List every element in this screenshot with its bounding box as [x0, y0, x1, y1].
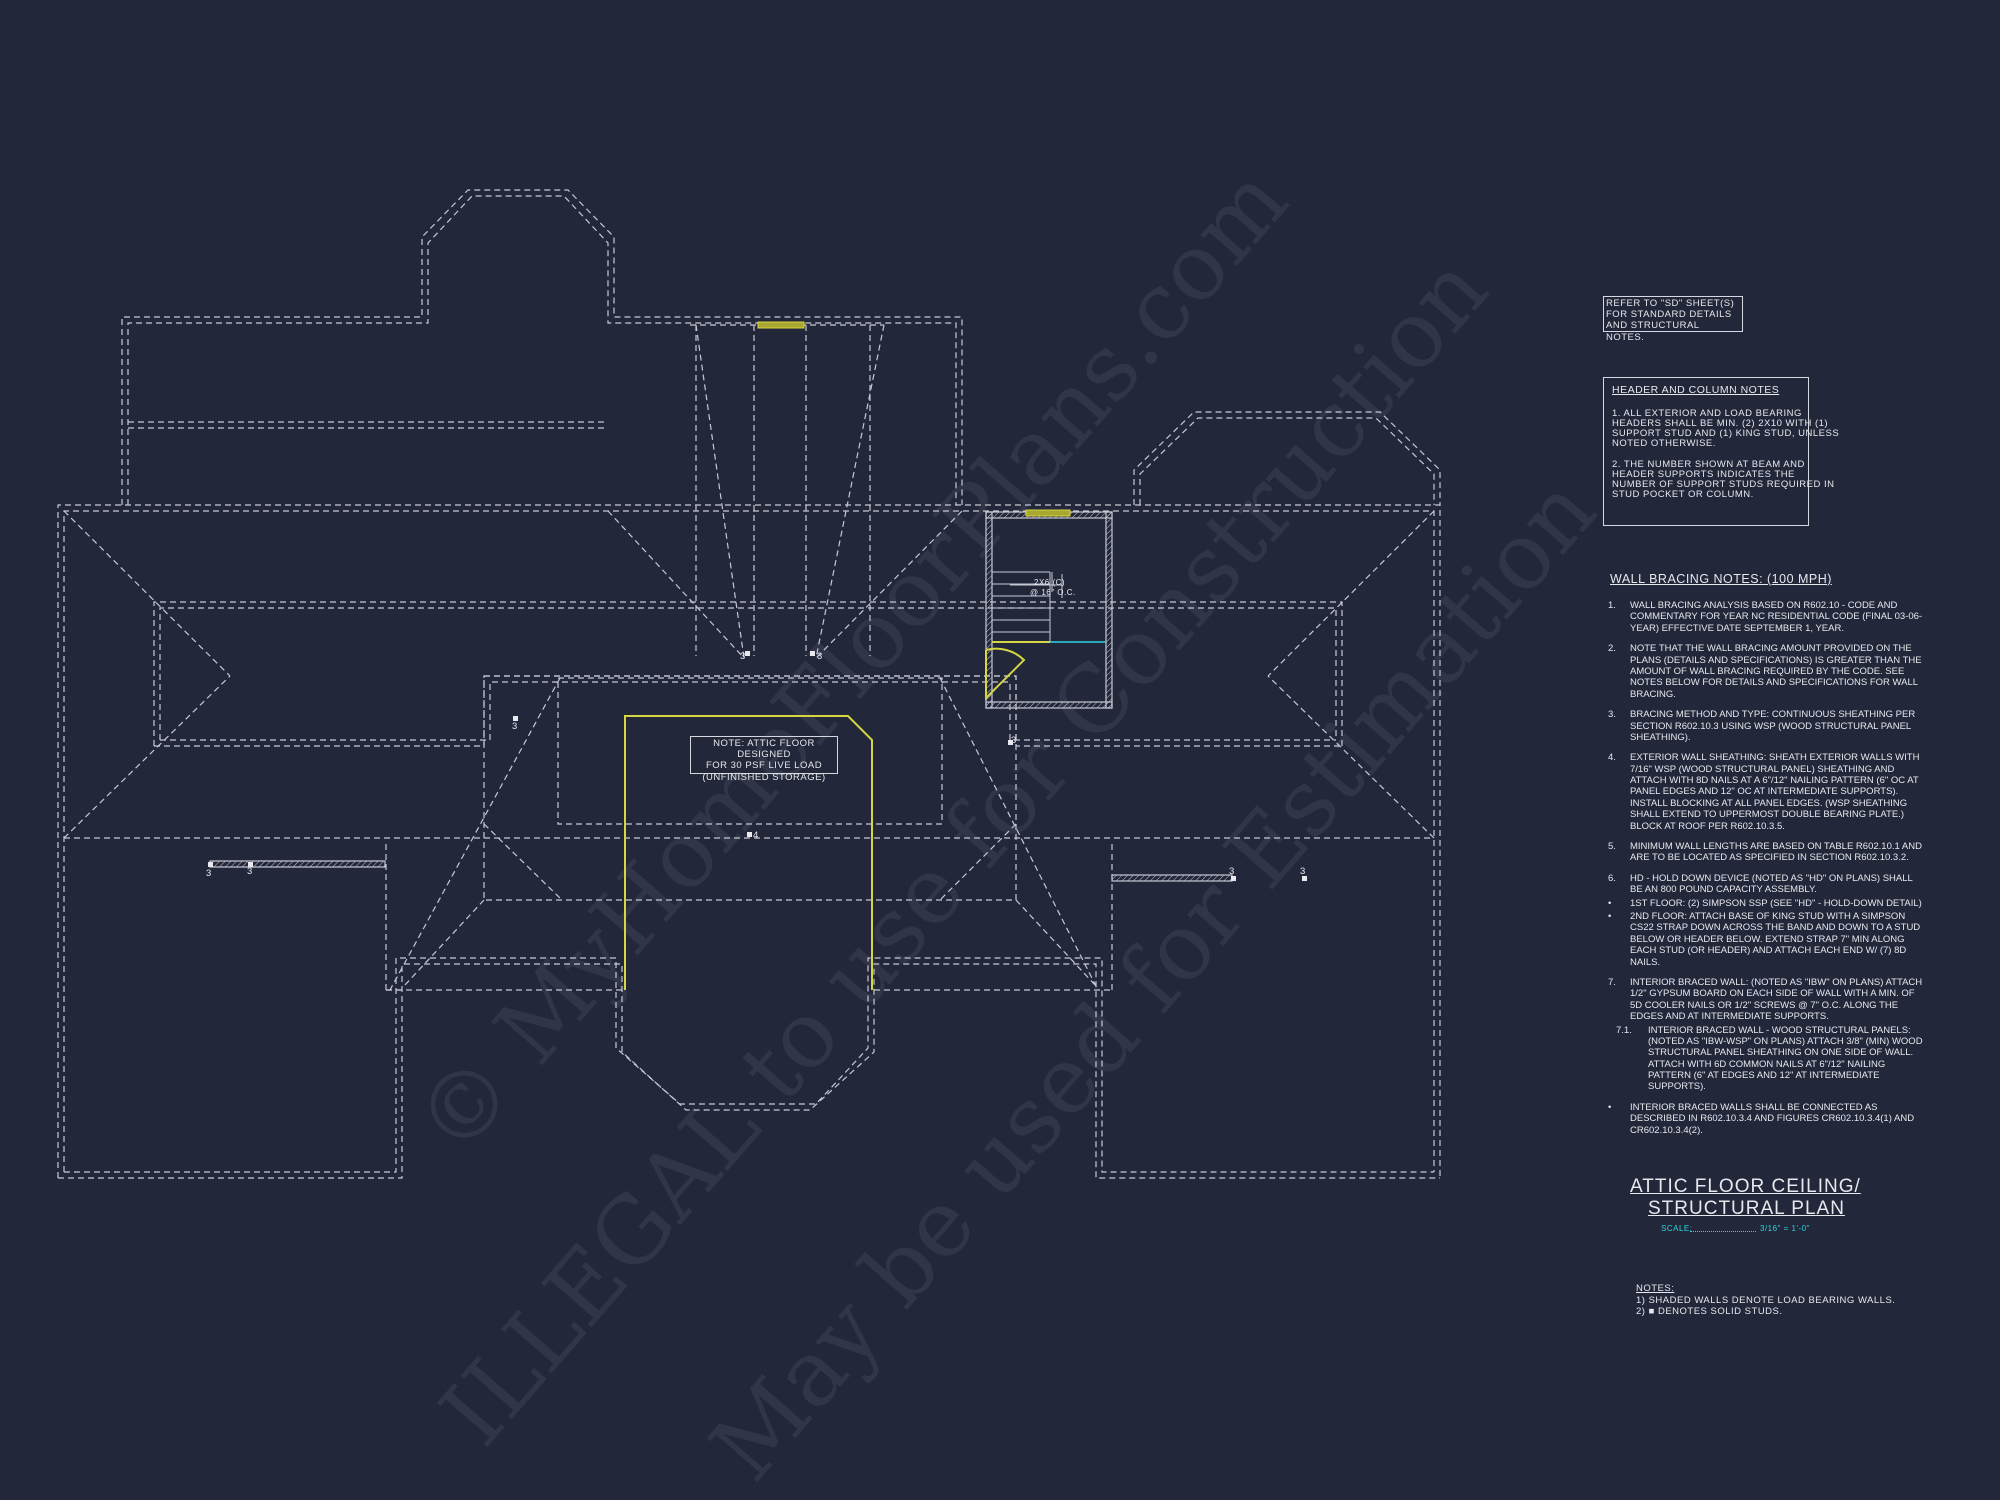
stud-count-mark: 3 — [1300, 866, 1306, 877]
stud-count-mark: 3 — [740, 651, 746, 662]
note-number: 3. — [1608, 709, 1616, 721]
stud-count-mark: 3 — [1011, 735, 1017, 746]
refer-note-line-1: REFER TO "SD" SHEET(S) — [1606, 298, 1735, 309]
attic-note-line-1: NOTE: ATTIC FLOOR DESIGNED — [713, 738, 815, 761]
note-text: 1ST FLOOR: (2) SIMPSON SSP (SEE "HD" - H… — [1630, 897, 1922, 909]
wall-bracing-note: 2. NOTE THAT THE WALL BRACING AMOUNT PROV… — [1608, 643, 1926, 700]
stair-joist-note-1: 2X6 (C) — [1034, 578, 1066, 587]
stud-count-mark: 3 — [247, 866, 253, 877]
note-text: INTERIOR BRACED WALL - WOOD STRUCTURAL P… — [1648, 1024, 1923, 1093]
scale-label: SCALE: — [1661, 1224, 1693, 1233]
right-beam — [1111, 874, 1233, 882]
header-note-1-line-4: NOTED OTHERWISE. — [1612, 438, 1716, 449]
note-number: 5. — [1608, 841, 1616, 853]
note-text: INTERIOR BRACED WALLS SHALL BE CONNECTED… — [1630, 1101, 1915, 1136]
wall-bracing-title: WALL BRACING NOTES: (100 MPH) — [1610, 572, 1832, 586]
main-outer-outline — [57, 504, 1441, 1179]
stair-treads — [992, 571, 1063, 642]
attic-storage-outline — [624, 715, 873, 990]
scale-value: 3/16" = 1'-0" — [1760, 1224, 1810, 1233]
wall-bracing-notes-list: 1. WALL BRACING ANALYSIS BASED ON R602.10… — [1608, 600, 1926, 1145]
wall-bracing-note: • 1ST FLOOR: (2) SIMPSON SSP (SEE "HD" - … — [1608, 898, 1926, 909]
header-note-2-line-4: STUD POCKET OR COLUMN. — [1612, 489, 1754, 500]
refer-note-line-2: FOR STANDARD DETAILS — [1606, 309, 1732, 321]
header-note-2-line-3: NUMBER OF SUPPORT STUDS REQUIRED IN — [1612, 479, 1835, 490]
left-beam — [209, 860, 386, 868]
wall-bracing-note: 7.1. INTERIOR BRACED WALL - WOOD STRUCTUR… — [1608, 1025, 1926, 1093]
note-bullet: • — [1608, 910, 1612, 922]
note-number: 2. — [1608, 643, 1616, 655]
wall-bracing-note: • 2ND FLOOR: ATTACH BASE OF KING STUD WIT… — [1608, 911, 1926, 968]
wall-bracing-note: 6. HD - HOLD DOWN DEVICE (NOTED AS "HD" O… — [1608, 873, 1926, 896]
roof-hip-lines — [63, 324, 1435, 991]
note-text: WALL BRACING ANALYSIS BASED ON R602.10 -… — [1630, 600, 1923, 634]
notes-line-2: 2) ■ DENOTES SOLID STUDS. — [1636, 1306, 1783, 1317]
wall-bracing-note: 5. MINIMUM WALL LENGTHS ARE BASED ON TABL… — [1608, 841, 1926, 864]
header-notes-title: HEADER AND COLUMN NOTES — [1612, 384, 1780, 396]
attic-note-line-2: FOR 30 PSF LIVE LOAD — [705, 760, 823, 772]
stud-count-mark: 3 — [817, 651, 823, 662]
refer-note-line-3: AND STRUCTURAL NOTES. — [1606, 320, 1700, 343]
note-text: INTERIOR BRACED WALL: (NOTED AS "IBW" ON… — [1630, 976, 1923, 1023]
stud-count-mark: 3 — [1229, 866, 1235, 877]
header-note-1-line-3: SUPPORT STUD AND (1) KING STUD, UNLESS — [1612, 428, 1840, 439]
note-bullet: • — [1608, 897, 1612, 909]
header-note-2-line-1: 2. THE NUMBER SHOWN AT BEAM AND — [1612, 459, 1805, 470]
solid-stud-marks — [208, 651, 1307, 881]
note-text: NOTE THAT THE WALL BRACING AMOUNT PROVID… — [1630, 643, 1922, 700]
note-text: MINIMUM WALL LENGTHS ARE BASED ON TABLE … — [1630, 841, 1922, 864]
wall-bracing-note: 7. INTERIOR BRACED WALL: (NOTED AS "IBW" … — [1608, 977, 1926, 1023]
note-text: 2ND FLOOR: ATTACH BASE OF KING STUD WITH… — [1630, 910, 1921, 968]
stair-wall-bottom — [985, 701, 1113, 709]
header-note-1-line-1: 1. ALL EXTERIOR AND LOAD BEARING — [1612, 408, 1802, 419]
stud-count-mark: 3 — [206, 868, 212, 879]
note-number: 6. — [1608, 872, 1616, 884]
wall-bracing-note: 4. EXTERIOR WALL SHEATHING: SHEATH EXTERI… — [1608, 752, 1926, 832]
header-yellow-top — [757, 321, 805, 329]
refer-note-box: REFER TO "SD" SHEET(S) FOR STANDARD DETA… — [1603, 296, 1743, 343]
header-note-2-line-2: HEADER SUPPORTS INDICATES THE — [1612, 469, 1795, 480]
attic-note-line-3: (UNFINISHED STORAGE) — [702, 771, 826, 783]
header-column-notes-box — [1603, 377, 1809, 526]
left-upper-wing-outline — [121, 189, 963, 505]
attic-load-note: NOTE: ATTIC FLOOR DESIGNED FOR 30 PSF LI… — [690, 736, 838, 783]
stair-wall-right — [1105, 511, 1113, 709]
stud-count-mark: 4 — [753, 830, 759, 841]
note-bullet: • — [1608, 1101, 1612, 1113]
notes-line-1: 1) SHADED WALLS DENOTE LOAD BEARING WALL… — [1636, 1295, 1896, 1306]
stair-joist-note-2: @ 16" O.C. — [1030, 588, 1076, 597]
header-note-1-line-2: HEADERS SHALL BE MIN. (2) 2X10 WITH (1) — [1612, 418, 1829, 429]
note-number: 7.1. — [1616, 1024, 1632, 1036]
note-text: BRACING METHOD AND TYPE: CONTINUOUS SHEA… — [1630, 709, 1916, 743]
notes-title: NOTES: — [1636, 1283, 1675, 1294]
note-number: 1. — [1608, 600, 1616, 611]
wall-bracing-note: • INTERIOR BRACED WALLS SHALL BE CONNECTE… — [1608, 1102, 1926, 1136]
note-text: HD - HOLD DOWN DEVICE (NOTED AS "HD" ON … — [1630, 872, 1913, 896]
scuttle-door-swing — [985, 647, 1026, 701]
stud-count-mark: 3 — [512, 721, 518, 732]
drawing-title-line-1: ATTIC FLOOR CEILING/ — [1630, 1176, 1861, 1197]
drawing-title-line-2: STRUCTURAL PLAN — [1648, 1198, 1845, 1219]
inner-roof-outlines — [153, 601, 1343, 991]
wall-bracing-note: 1. WALL BRACING ANALYSIS BASED ON R602.10… — [1608, 600, 1926, 634]
note-text: EXTERIOR WALL SHEATHING: SHEATH EXTERIOR… — [1630, 752, 1920, 832]
center-chase-outline — [690, 324, 884, 656]
note-number: 4. — [1608, 752, 1616, 764]
header-yellow-stair — [1025, 509, 1071, 517]
wall-bracing-note: 3. BRACING METHOD AND TYPE: CONTINUOUS SH… — [1608, 709, 1926, 743]
note-number: 7. — [1608, 976, 1616, 988]
right-upper-wing-outline — [1133, 411, 1441, 505]
scale-dotted-leader — [1690, 1231, 1756, 1232]
